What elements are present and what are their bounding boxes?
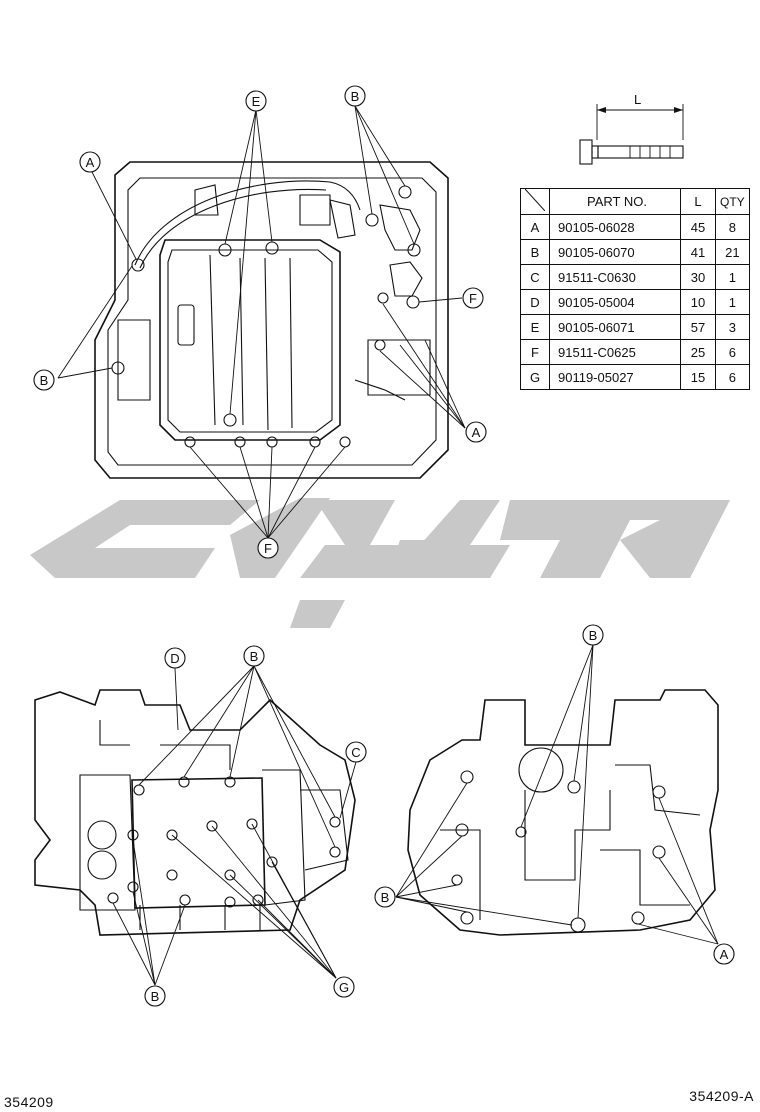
callout-g-bottom-left: G (333, 976, 355, 998)
svg-text:A: A (720, 947, 729, 962)
row-part-number: 90105-06071 (549, 314, 681, 340)
svg-text:F: F (469, 291, 477, 306)
svg-text:G: G (339, 980, 349, 995)
table-row: B 90105-06070 41 21 (520, 239, 750, 265)
svg-text:B: B (40, 373, 49, 388)
row-qty: 1 (715, 289, 750, 315)
callout-b-top-left: B (33, 369, 55, 391)
callout-b-bottom-right-left: B (374, 886, 396, 908)
diagonal-header-icon (524, 188, 546, 212)
row-part-number: 90105-06070 (549, 239, 681, 265)
table-row: F 91511-C0625 25 6 (520, 339, 750, 365)
row-key: E (520, 314, 550, 340)
row-key: B (520, 239, 550, 265)
row-key: G (520, 364, 550, 390)
row-length: 25 (680, 339, 716, 365)
row-key: A (520, 214, 550, 240)
row-key: F (520, 339, 550, 365)
callout-f-top-right: F (462, 287, 484, 309)
svg-text:F: F (264, 541, 272, 556)
row-length: 57 (680, 314, 716, 340)
row-key: D (520, 289, 550, 315)
row-part-number: 91511-C0625 (549, 339, 681, 365)
svg-text:B: B (351, 89, 360, 104)
bottom-right-leader-lines (395, 644, 719, 945)
row-length: 41 (680, 239, 716, 265)
callout-a-top-left: A (79, 151, 101, 173)
callout-e-top: E (245, 90, 267, 112)
callout-b-bottom-left-top: B (243, 645, 265, 667)
bottom-left-leader-lines (112, 665, 357, 986)
table-row: E 90105-06071 57 3 (520, 314, 750, 340)
svg-text:C: C (351, 745, 360, 760)
callout-a-bottom-right: A (713, 943, 735, 965)
svg-text:E: E (252, 94, 261, 109)
callout-b-bottom-left-bottom: B (144, 985, 166, 1007)
callout-c-bottom-left: C (345, 741, 367, 763)
bottom-right-valve-body (407, 689, 719, 936)
row-length: 15 (680, 364, 716, 390)
row-part-number: 90105-05004 (549, 289, 681, 315)
row-qty: 6 (715, 364, 750, 390)
row-part-number: 90119-05027 (549, 364, 681, 390)
table-row: A 90105-06028 45 8 (520, 214, 750, 240)
svg-text:B: B (151, 989, 160, 1004)
row-length: 45 (680, 214, 716, 240)
top-leader-lines (57, 105, 466, 539)
svg-text:B: B (381, 890, 390, 905)
callout-a-top-right: A (465, 421, 487, 443)
callout-d-bottom-left: D (164, 647, 186, 669)
row-part-number: 91511-C0630 (549, 264, 681, 290)
watermark-logo (30, 498, 730, 628)
row-part-number: 90105-06028 (549, 214, 681, 240)
row-qty: 21 (715, 239, 750, 265)
callout-labels: E B A F B A F D (33, 85, 735, 1007)
table-row: D 90105-05004 10 1 (520, 289, 750, 315)
row-qty: 6 (715, 339, 750, 365)
table-header-length: L (680, 188, 716, 215)
svg-text:B: B (250, 649, 259, 664)
bottom-left-valve-body (34, 689, 356, 936)
table-header-qty: QTY (715, 188, 750, 215)
row-length: 30 (680, 264, 716, 290)
bolt-length-label: L (634, 92, 642, 107)
row-qty: 1 (715, 264, 750, 290)
table-header-key (520, 188, 550, 215)
bolt-icon (579, 104, 684, 165)
svg-text:D: D (170, 651, 179, 666)
table-header-part: PART NO. (549, 188, 681, 215)
table-row: C 91511-C0630 30 1 (520, 264, 750, 290)
callout-f-top-bottom: F (257, 537, 279, 559)
callout-b-top-right: B (344, 85, 366, 107)
svg-text:A: A (472, 425, 481, 440)
svg-text:B: B (589, 628, 598, 643)
table-header-row: PART NO. L QTY (520, 188, 750, 215)
table-row: G 90119-05027 15 6 (520, 364, 750, 390)
svg-text:A: A (86, 155, 95, 170)
figure-code-left: 354209 (4, 1094, 54, 1110)
row-length: 10 (680, 289, 716, 315)
callout-b-bottom-right-top: B (582, 624, 604, 646)
row-qty: 3 (715, 314, 750, 340)
row-key: C (520, 264, 550, 290)
figure-code-right: 354209-A (689, 1088, 754, 1104)
bolt-parts-table: PART NO. L QTY A 90105-06028 45 8 B 9010… (520, 188, 750, 390)
top-valve-body (94, 161, 449, 479)
row-qty: 8 (715, 214, 750, 240)
